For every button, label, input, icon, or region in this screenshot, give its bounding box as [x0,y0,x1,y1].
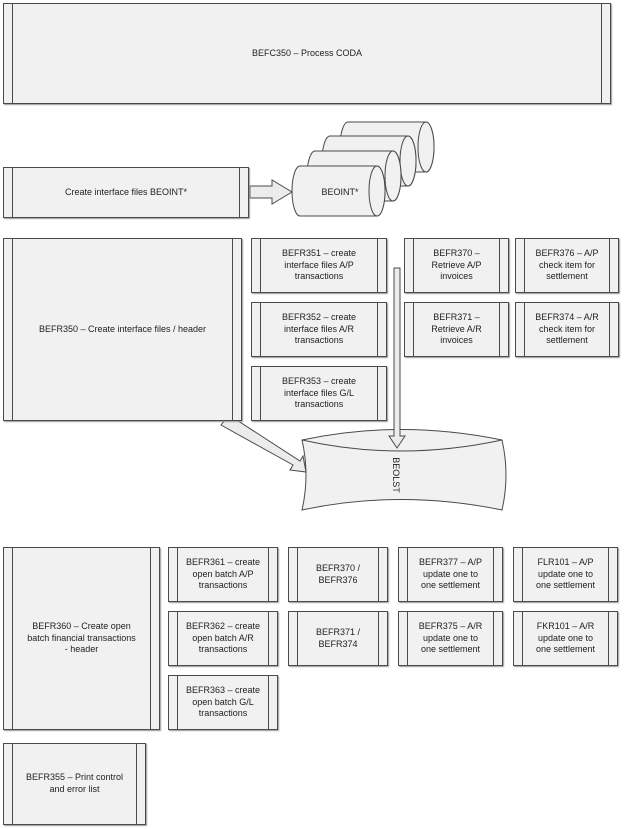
beoint-cylinder-1 [291,165,386,217]
befr355-label: BEFR355 – Print control and error list [25,772,124,794]
befr375-box: BEFR375 – A/R update one to one settleme… [398,611,503,666]
befr360-label: BEFR360 – Create open batch financial tr… [27,621,136,655]
flr101-box: FLR101 – A/P update one to one settlemen… [513,547,618,602]
beoint-label: BEOINT* [321,187,359,197]
befr351-label: BEFR351 – create interface files A/P tra… [281,248,357,282]
arrow-befr350-to-beolst [220,414,307,473]
befr361-label: BEFR361 – create open batch A/P transact… [185,557,261,591]
befr370-label: BEFR370 – Retrieve A/P invoices [431,248,482,282]
befr375-label: BEFR375 – A/R update one to one settleme… [418,621,483,655]
befr352-label: BEFR352 – create interface files A/R tra… [281,312,357,346]
befr351-box: BEFR351 – create interface files A/P tra… [251,238,387,293]
create-interface-files-label: Create interface files BEOINT* [64,186,188,197]
befr371-box: BEFR371 – Retrieve A/R invoices [404,302,509,357]
befr350-label: BEFR350 – Create interface files / heade… [38,323,207,334]
befc350-process-coda: BEFC350 – Process CODA [3,3,611,104]
befr371-374-box: BEFR371 / BEFR374 [288,611,388,666]
befr374-box: BEFR374 – A/R check item for settlement [515,302,619,357]
befr360-header-box: BEFR360 – Create open batch financial tr… [3,547,160,730]
befr377-label: BEFR377 – A/P update one to one settleme… [418,557,483,591]
befr370-376-box: BEFR370 / BEFR376 [288,547,388,602]
beolst-file [301,429,507,511]
befr374-label: BEFR374 – A/R check item for settlement [535,312,599,346]
beolst-label: BEOLST [391,457,401,493]
befr363-box: BEFR363 – create open batch G/L transact… [168,675,278,730]
befr353-label: BEFR353 – create interface files G/L tra… [281,376,357,410]
arrow-down-to-beolst [388,267,406,449]
befr376-box: BEFR376 – A/P check item for settlement [515,238,619,293]
befr350-header-box: BEFR350 – Create interface files / heade… [3,238,242,421]
befr362-box: BEFR362 – create open batch A/R transact… [168,611,278,666]
befr355-box: BEFR355 – Print control and error list [3,743,146,825]
befr370-376-label: BEFR370 / BEFR376 [315,562,361,585]
flr101-label: FLR101 – A/P update one to one settlemen… [535,557,596,591]
befc350-label: BEFC350 – Process CODA [251,47,363,58]
fkr101-label: FKR101 – A/R update one to one settlemen… [535,621,596,655]
befr377-box: BEFR377 – A/P update one to one settleme… [398,547,503,602]
befr352-box: BEFR352 – create interface files A/R tra… [251,302,387,357]
create-interface-files-box: Create interface files BEOINT* [3,167,249,218]
fkr101-box: FKR101 – A/R update one to one settlemen… [513,611,618,666]
befr371-374-label: BEFR371 / BEFR374 [315,626,361,649]
befr371-label: BEFR371 – Retrieve A/R invoices [431,312,482,346]
befr376-label: BEFR376 – A/P check item for settlement [535,248,599,282]
befr353-box: BEFR353 – create interface files G/L tra… [251,366,387,421]
befr370-box: BEFR370 – Retrieve A/P invoices [404,238,509,293]
befr362-label: BEFR362 – create open batch A/R transact… [185,621,261,655]
beoint-file-stack [291,121,435,217]
befr361-box: BEFR361 – create open batch A/P transact… [168,547,278,602]
arrow-to-beoint [249,179,293,205]
befr363-label: BEFR363 – create open batch G/L transact… [185,685,261,719]
